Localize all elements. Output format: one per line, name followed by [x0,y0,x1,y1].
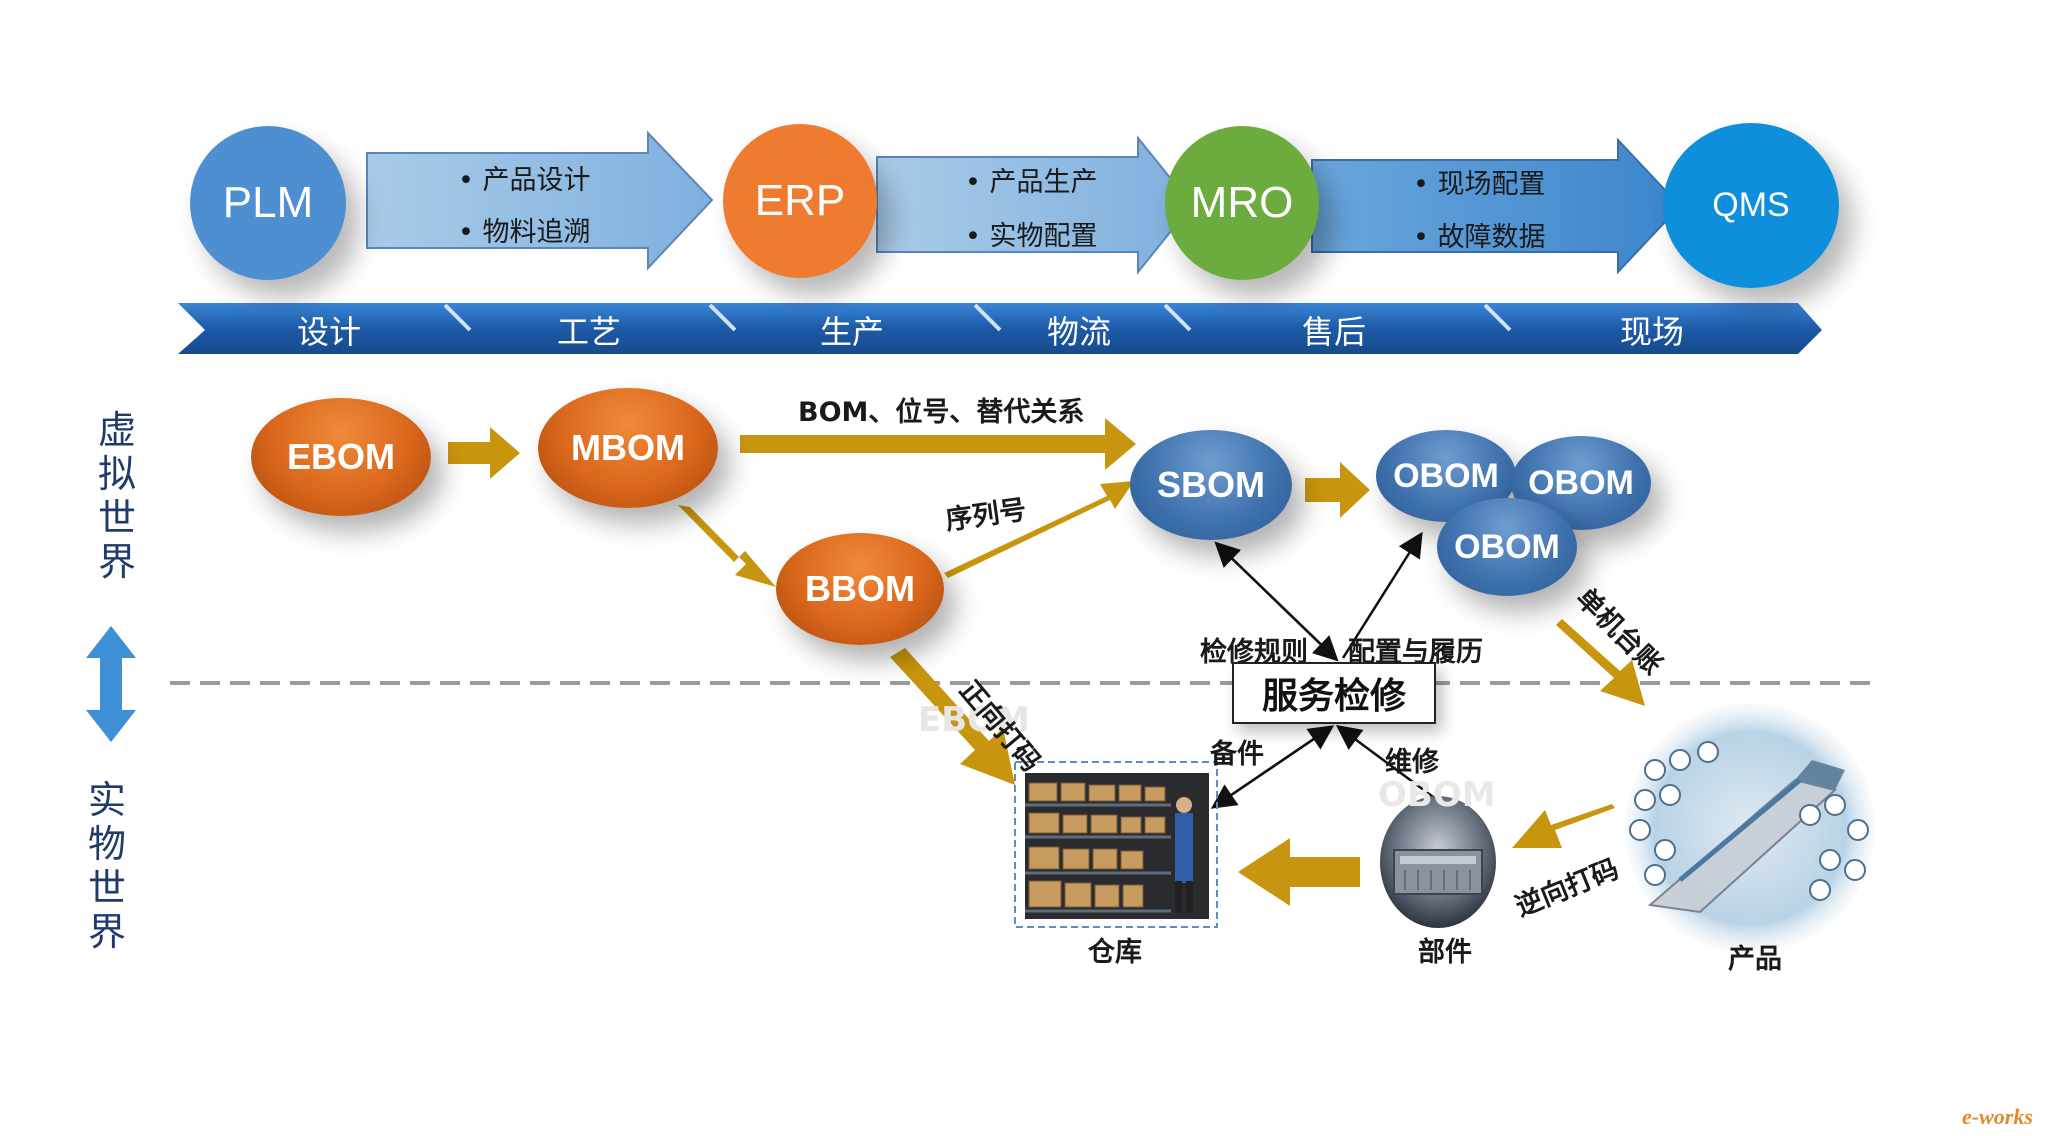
stage-process: 工艺 [557,313,622,351]
arrow-mbom-bbom [678,505,776,587]
warehouse-frame [1014,761,1218,928]
plm-node: PLM [190,126,346,280]
mbom-node: MBOM [538,388,718,508]
service-repair-box: 服务检修 [1232,662,1436,724]
obom-ghost-text: OBOM [1378,775,1496,815]
bbom-node: BBOM [776,533,944,645]
stage-design: 设计 [297,313,362,351]
erp-node: ERP [723,124,877,278]
label-maintenance: 维修 [1385,747,1439,778]
ribbon-dividers [443,303,1512,332]
erp-label: ERP [754,176,846,225]
gold-arrows [448,418,1370,518]
warehouse-label: 仓库 [1088,937,1142,968]
line-warehouse-service [1214,725,1335,808]
label-mbom-sbom: BOM、位号、替代关系 [798,397,1085,428]
note-plm-erp-1: • 产品设计 [458,165,591,196]
part-label: 部件 [1418,937,1472,968]
note-mro-qms-2: • 故障数据 [1413,222,1546,253]
service-repair-label: 服务检修 [1261,676,1406,717]
world-double-arrow [86,626,136,742]
warehouse-shelves [1025,773,1209,919]
phase-arrow-erp-mro [876,135,1194,275]
mro-node: MRO [1165,126,1319,280]
product-icons [1629,741,1869,901]
product-label: 产品 [1728,944,1782,975]
ebom-node: EBOM [251,398,431,516]
sbom-node: SBOM [1130,430,1292,540]
note-erp-mro-2: • 实物配置 [965,221,1098,252]
arrow-bbom-sbom [944,481,1134,578]
obom-node-3: OBOM [1437,498,1577,596]
obom-node-1: OBOM [1376,430,1516,522]
stage-field: 现场 [1620,313,1685,351]
virtual-world-label: 虚拟世界 [97,408,136,584]
line-part-service [1335,725,1441,804]
line-service-obom [1341,531,1423,659]
stage-production: 生产 [820,313,885,351]
arrow-obom-product [1556,619,1645,706]
arrow-sbom-obom [1305,462,1370,518]
stage-after-sales: 售后 [1302,313,1367,351]
note-erp-mro-1: • 产品生产 [965,167,1098,198]
plm-label: PLM [222,178,314,227]
phase-arrow-plm-erp [366,130,714,271]
arrow-product-part [1512,804,1615,848]
note-plm-erp-2: • 物料追溯 [458,217,591,248]
eworks-watermark: e-works [1962,1104,2033,1129]
ebom-ghost-text: EBOM [918,700,1030,740]
arrow-mbom-sbom [740,418,1136,470]
arrow-bbom-warehouse [890,648,1015,785]
line-sbom-service [1217,544,1339,662]
product-train [1647,760,1845,914]
mro-label: MRO [1190,178,1294,227]
stage-logistics: 物流 [1047,313,1112,351]
physical-world-label: 实物世界 [87,778,126,954]
label-spare-parts: 备件 [1210,739,1264,770]
arrow-ebom-mbom [448,427,520,479]
arrow-part-warehouse [1238,838,1360,906]
note-mro-qms-1: • 现场配置 [1413,169,1546,200]
warehouse-photo [1025,773,1209,919]
phase-arrow-mro-qms [1311,137,1682,275]
qms-node: QMS [1663,123,1839,288]
qms-label: QMS [1712,186,1790,224]
